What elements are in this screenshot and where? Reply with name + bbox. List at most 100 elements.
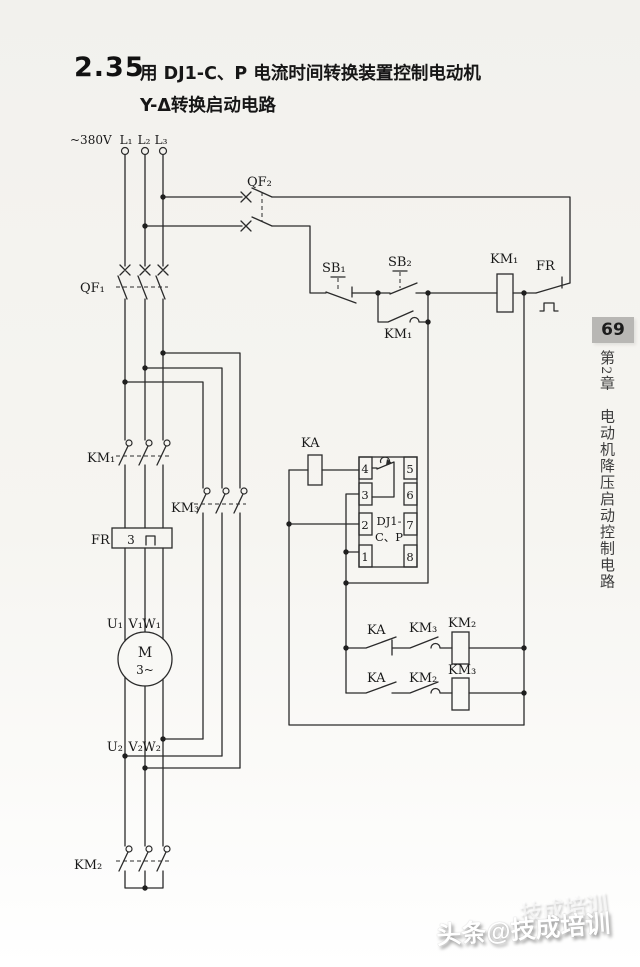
- km1-aux-label: KM₁: [384, 327, 412, 342]
- u2-label: U₂: [107, 740, 123, 755]
- motor: M 3~: [117, 631, 173, 687]
- km2-main-label: KM₂: [74, 858, 102, 873]
- breaker-qf1: [116, 264, 169, 300]
- contact-circle: [145, 439, 153, 447]
- page-number: 69: [601, 320, 625, 340]
- dj1-terminal-label: 8: [406, 550, 413, 564]
- l1-label: L₁: [120, 133, 133, 147]
- km1-coil: [496, 273, 514, 313]
- km3-main-label: KM₃: [171, 501, 199, 516]
- dj1-terminal-3: [358, 482, 373, 506]
- pushbutton-sb2: [389, 270, 498, 295]
- fr-thermal-symbol: [539, 302, 559, 312]
- component-labels: ~380V L₁ L₂ L₃ QF₂ QF₁ SB₁ SB₂ KM₁ KM₁ F…: [70, 133, 556, 873]
- fr-thermal-element: 3: [111, 527, 173, 549]
- page-title-line2: Y-Δ转换启动电路: [140, 96, 276, 116]
- terminal-l2: [140, 146, 150, 156]
- km2-coil-label: KM₂: [448, 616, 476, 631]
- junction-dot: [425, 290, 431, 296]
- junction-dot: [343, 580, 349, 586]
- section-number: 2.35: [74, 52, 145, 83]
- junction-dot: [160, 736, 166, 742]
- v1-label: V₁: [127, 617, 143, 632]
- junction-dot: [142, 365, 148, 371]
- dj1-terminal-6: [403, 482, 418, 506]
- km2-nc-label: KM₂: [409, 671, 437, 686]
- contact-circle: [125, 845, 133, 853]
- junction-dot: [142, 765, 148, 771]
- km3-main-contacts: [194, 487, 248, 514]
- u1-label: U₁: [107, 617, 123, 632]
- qf1-cross-marks: [119, 264, 169, 276]
- row2-wires: [345, 681, 525, 694]
- page-number-box: 69: [592, 317, 634, 343]
- km1-aux-branch: [377, 292, 429, 323]
- junction-dot: [343, 549, 349, 555]
- ka-no-label: KA: [367, 671, 386, 686]
- contact-circle: [240, 487, 248, 495]
- pushbutton-sb1: [325, 276, 391, 304]
- terminal-l3: [158, 146, 168, 156]
- node-b-rail: [345, 321, 429, 584]
- w2-label: W₂: [142, 740, 161, 755]
- l2-label: L₂: [138, 133, 151, 147]
- motor-letter: M: [138, 645, 152, 661]
- motor-circle: [117, 631, 173, 687]
- contact-circle: [203, 487, 211, 495]
- terminal-l1: [120, 146, 130, 156]
- l3-label: L₃: [155, 133, 168, 147]
- row1-wires: [345, 636, 525, 656]
- junction-dots: [122, 194, 527, 891]
- km2-coil-branch: [345, 631, 525, 665]
- sb2-label: SB₂: [388, 255, 412, 270]
- w1-label: W₁: [142, 617, 161, 632]
- dj1-terminal-label: 2: [361, 518, 368, 532]
- supply-label: ~380V: [70, 133, 112, 147]
- fr-box: [111, 527, 173, 549]
- dj1-terminal-label: 6: [406, 488, 413, 502]
- dj1-terminal-label: 5: [406, 462, 413, 476]
- ka-coil: [307, 454, 323, 486]
- junction-dot: [375, 290, 381, 296]
- dj1-terminal-2: [358, 512, 373, 536]
- qf1-label: QF₁: [80, 281, 105, 296]
- sb1-label: SB₁: [322, 261, 346, 276]
- km1-aux-contact: [377, 292, 429, 323]
- dj1-terminal-1: [358, 544, 373, 568]
- dj1-outline: [358, 456, 418, 568]
- contact-circle: [222, 487, 230, 495]
- dj1-device: 4 3 2 1 5 6 7 8 DJ1- C、P: [358, 456, 418, 568]
- km2-main-contacts: [116, 845, 171, 872]
- junction-dot: [343, 645, 349, 651]
- junction-dot: [521, 690, 527, 696]
- qf2-label: QF₂: [247, 175, 272, 190]
- fr-nc-contact: [535, 276, 571, 312]
- sb1-contact: [325, 286, 357, 304]
- control-left-rail: [288, 469, 525, 726]
- breaker-qf2: [144, 187, 571, 294]
- km1-main-contacts: [116, 439, 171, 466]
- junction-dot: [521, 645, 527, 651]
- km3-coil-branch: [345, 677, 525, 711]
- fr-contact-label: FR: [536, 259, 556, 274]
- dj1-terminal-label: 7: [406, 518, 413, 532]
- junction-dot: [122, 753, 128, 759]
- dj1-terminal-5: [403, 456, 418, 480]
- phase-lines: [124, 154, 164, 889]
- km3-nc-label: KM₃: [409, 621, 437, 636]
- page-title-line1: 用 DJ1-C、P 电流时间转换装置控制电动机: [140, 64, 481, 84]
- control-left-wire: [271, 225, 327, 294]
- winding-end-wires: [124, 738, 241, 769]
- junction-dot: [122, 379, 128, 385]
- junction-dot: [142, 223, 148, 229]
- fr-element-label: FR: [91, 533, 111, 548]
- ka-nc-label: KA: [367, 623, 386, 638]
- junction-dot: [142, 885, 148, 891]
- dj1-terminal-8: [403, 544, 418, 568]
- fr-heater-symbol: [145, 535, 156, 546]
- dj1-internal-contact: [371, 461, 395, 498]
- dj1-terminal-7: [403, 512, 418, 536]
- junction-dot: [521, 290, 527, 296]
- km1-main-label: KM₁: [87, 451, 115, 466]
